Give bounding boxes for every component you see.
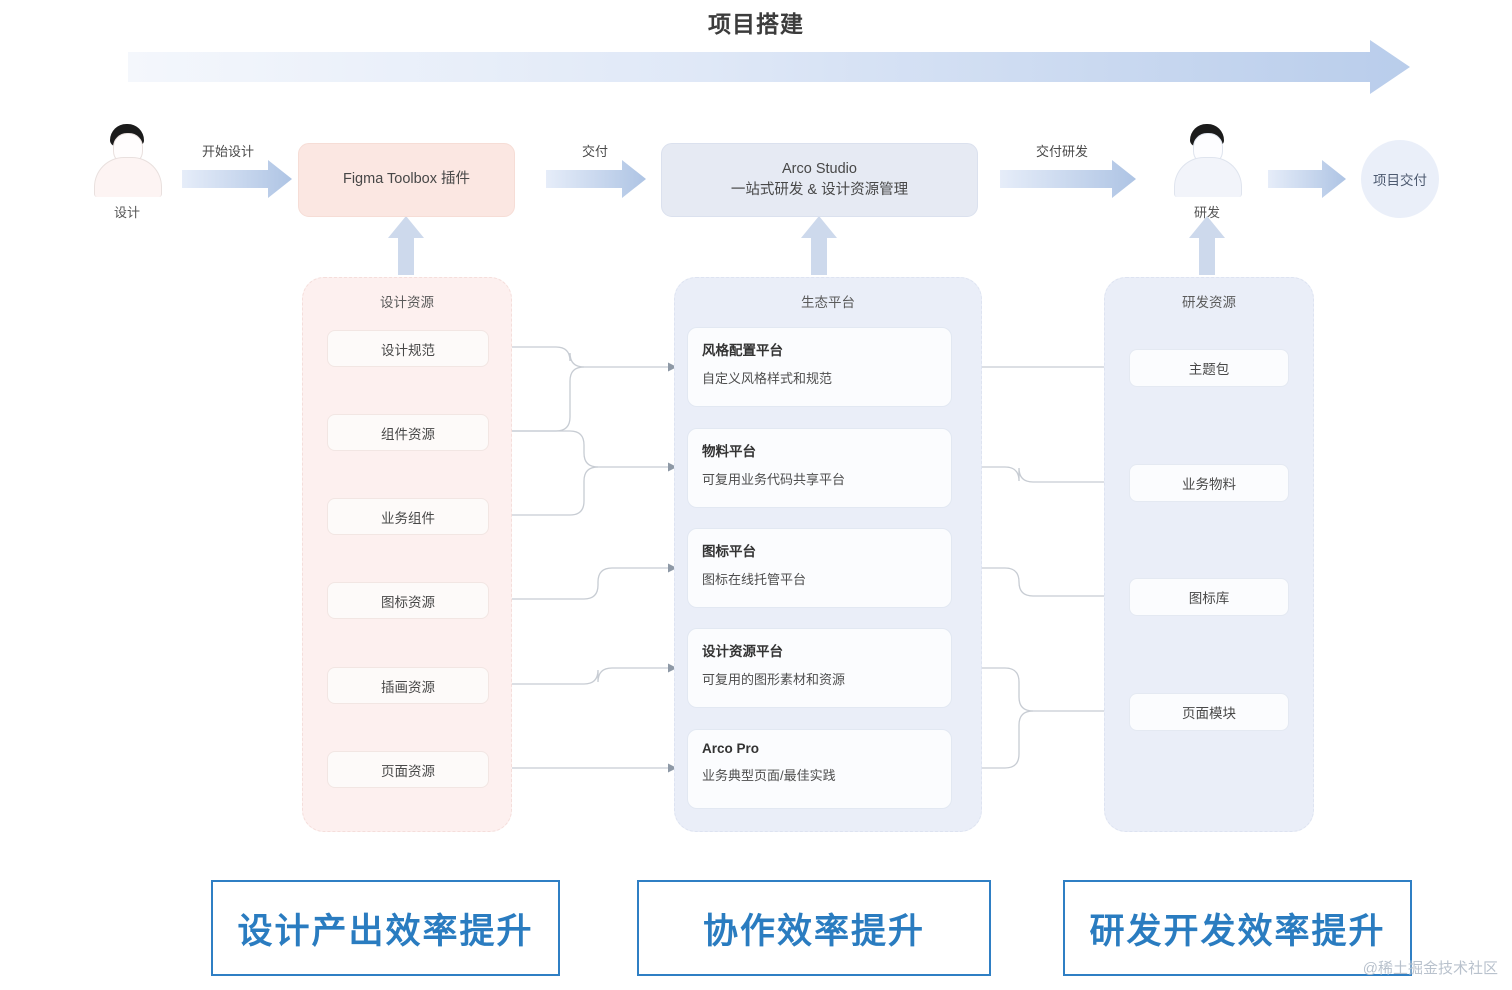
leaf-business-comp[interactable]: 业务组件 <box>327 498 489 535</box>
card-arco-pro[interactable]: Arco Pro 业务典型页面/最佳实践 <box>687 729 952 809</box>
persona-developer: 研发 <box>1162 124 1252 221</box>
card-icon-platform[interactable]: 图标平台 图标在线托管平台 <box>687 528 952 608</box>
leaf-icon-res[interactable]: 图标资源 <box>327 582 489 619</box>
card-title: 风格配置平台 <box>702 343 783 358</box>
page-title: 项目搭建 <box>708 11 804 37</box>
card-style-config-platform[interactable]: 风格配置平台 自定义风格样式和规范 <box>687 327 952 407</box>
flow-arrow-3 <box>1000 160 1136 198</box>
arrow-label-deliver: 交付 <box>581 144 608 159</box>
timeline-arrow <box>128 40 1410 94</box>
banner-dev-efficiency: 研发开发效率提升 <box>1063 880 1412 976</box>
up-arrow-dev <box>1189 216 1225 275</box>
flow-arrow-4 <box>1268 160 1346 198</box>
group-design-title: 设计资源 <box>380 295 434 310</box>
avatar-body-icon <box>1174 157 1242 197</box>
banner-collaboration-efficiency: 协作效率提升 <box>637 880 991 976</box>
leaf-icon-library[interactable]: 图标库 <box>1129 578 1289 616</box>
arco-studio-box[interactable]: Arco Studio 一站式研发 & 设计资源管理 <box>661 143 978 217</box>
avatar-body-icon <box>94 157 162 197</box>
leaf-business-material[interactable]: 业务物料 <box>1129 464 1289 502</box>
card-design-resource-platform[interactable]: 设计资源平台 可复用的图形素材和资源 <box>687 628 952 708</box>
arrow-label-start-design: 开始设计 <box>201 144 254 159</box>
card-subtitle: 业务典型页面/最佳实践 <box>702 768 836 783</box>
card-title: 设计资源平台 <box>702 644 783 659</box>
card-material-platform[interactable]: 物料平台 可复用业务代码共享平台 <box>687 428 952 508</box>
flow-arrow-1 <box>182 160 292 198</box>
card-subtitle: 可复用的图形素材和资源 <box>702 672 846 687</box>
group-design-resources: 设计资源 <box>302 277 512 832</box>
developer-avatar <box>1168 124 1246 197</box>
card-subtitle: 自定义风格样式和规范 <box>702 371 833 386</box>
up-arrow-design <box>388 216 424 275</box>
banner-design-efficiency: 设计产出效率提升 <box>211 880 560 976</box>
left-connectors <box>487 346 677 773</box>
card-subtitle: 可复用业务代码共享平台 <box>702 472 846 487</box>
arrow-label-deliver-dev: 交付研发 <box>1035 144 1088 159</box>
project-delivery-circle[interactable]: 项目交付 <box>1361 140 1439 218</box>
leaf-illustration-res[interactable]: 插画资源 <box>327 667 489 704</box>
leaf-theme-package[interactable]: 主题包 <box>1129 349 1289 387</box>
developer-label: 研发 <box>1193 205 1220 220</box>
card-subtitle: 图标在线托管平台 <box>702 572 807 587</box>
watermark: @稀土掘金技术社区 <box>1362 960 1498 977</box>
arco-studio-subtitle: 一站式研发 & 设计资源管理 <box>730 182 909 198</box>
persona-designer: 设计 <box>82 124 172 221</box>
group-dev-title: 研发资源 <box>1182 295 1236 310</box>
group-platform-title: 生态平台 <box>801 295 855 310</box>
card-title: Arco Pro <box>702 741 760 756</box>
leaf-component-res[interactable]: 组件资源 <box>327 414 489 451</box>
leaf-page-module[interactable]: 页面模块 <box>1129 693 1289 731</box>
figma-toolbox-box[interactable]: Figma Toolbox 插件 <box>298 143 515 217</box>
flow-arrow-2 <box>546 160 646 198</box>
leaf-design-spec[interactable]: 设计规范 <box>327 330 489 367</box>
up-arrow-platform <box>801 216 837 275</box>
card-title: 图标平台 <box>702 544 756 559</box>
designer-avatar <box>88 124 166 197</box>
arco-studio-title: Arco Studio <box>782 160 857 177</box>
designer-label: 设计 <box>113 205 140 220</box>
card-title: 物料平台 <box>702 444 756 459</box>
leaf-page-res[interactable]: 页面资源 <box>327 751 489 788</box>
